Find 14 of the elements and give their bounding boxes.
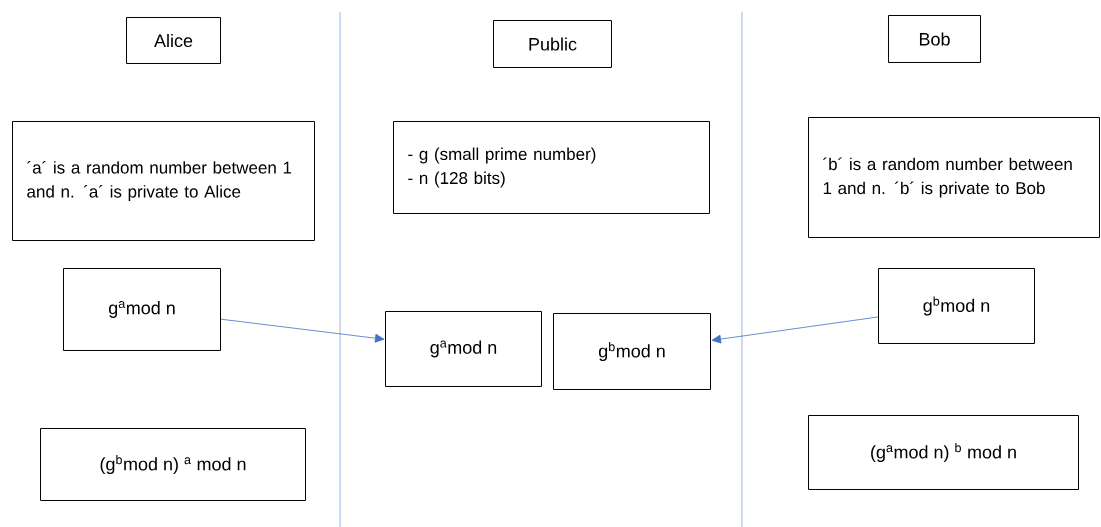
formula-box: (g$^{b}$mod n) $^{a}$ mod n: [40, 428, 306, 501]
description-box: ´b´ is a random number between 1 and n. ´b´ is private to Bob: [808, 117, 1100, 238]
formula-box: g$^{b}$mod n: [878, 268, 1035, 344]
arrow: [220, 318, 385, 343]
party-box: Public: [493, 20, 612, 68]
formula-box: g$^{a}$mod n: [63, 268, 221, 351]
party-box: Alice: [126, 17, 221, 64]
description-box: - g (small prime number) - n (128 bits): [393, 121, 710, 214]
formula-box: (g$^{a}$mod n) $^{b}$ mod n: [808, 415, 1079, 490]
formula-box: g$^{b}$mod n: [553, 313, 711, 390]
arrow: [711, 316, 879, 344]
party-box: Bob: [888, 15, 981, 63]
formula-box: g$^{a}$mod n: [385, 311, 542, 387]
description-box: ´a´ is a random number between 1 and n. ´a´ is private to Alice: [12, 121, 315, 241]
